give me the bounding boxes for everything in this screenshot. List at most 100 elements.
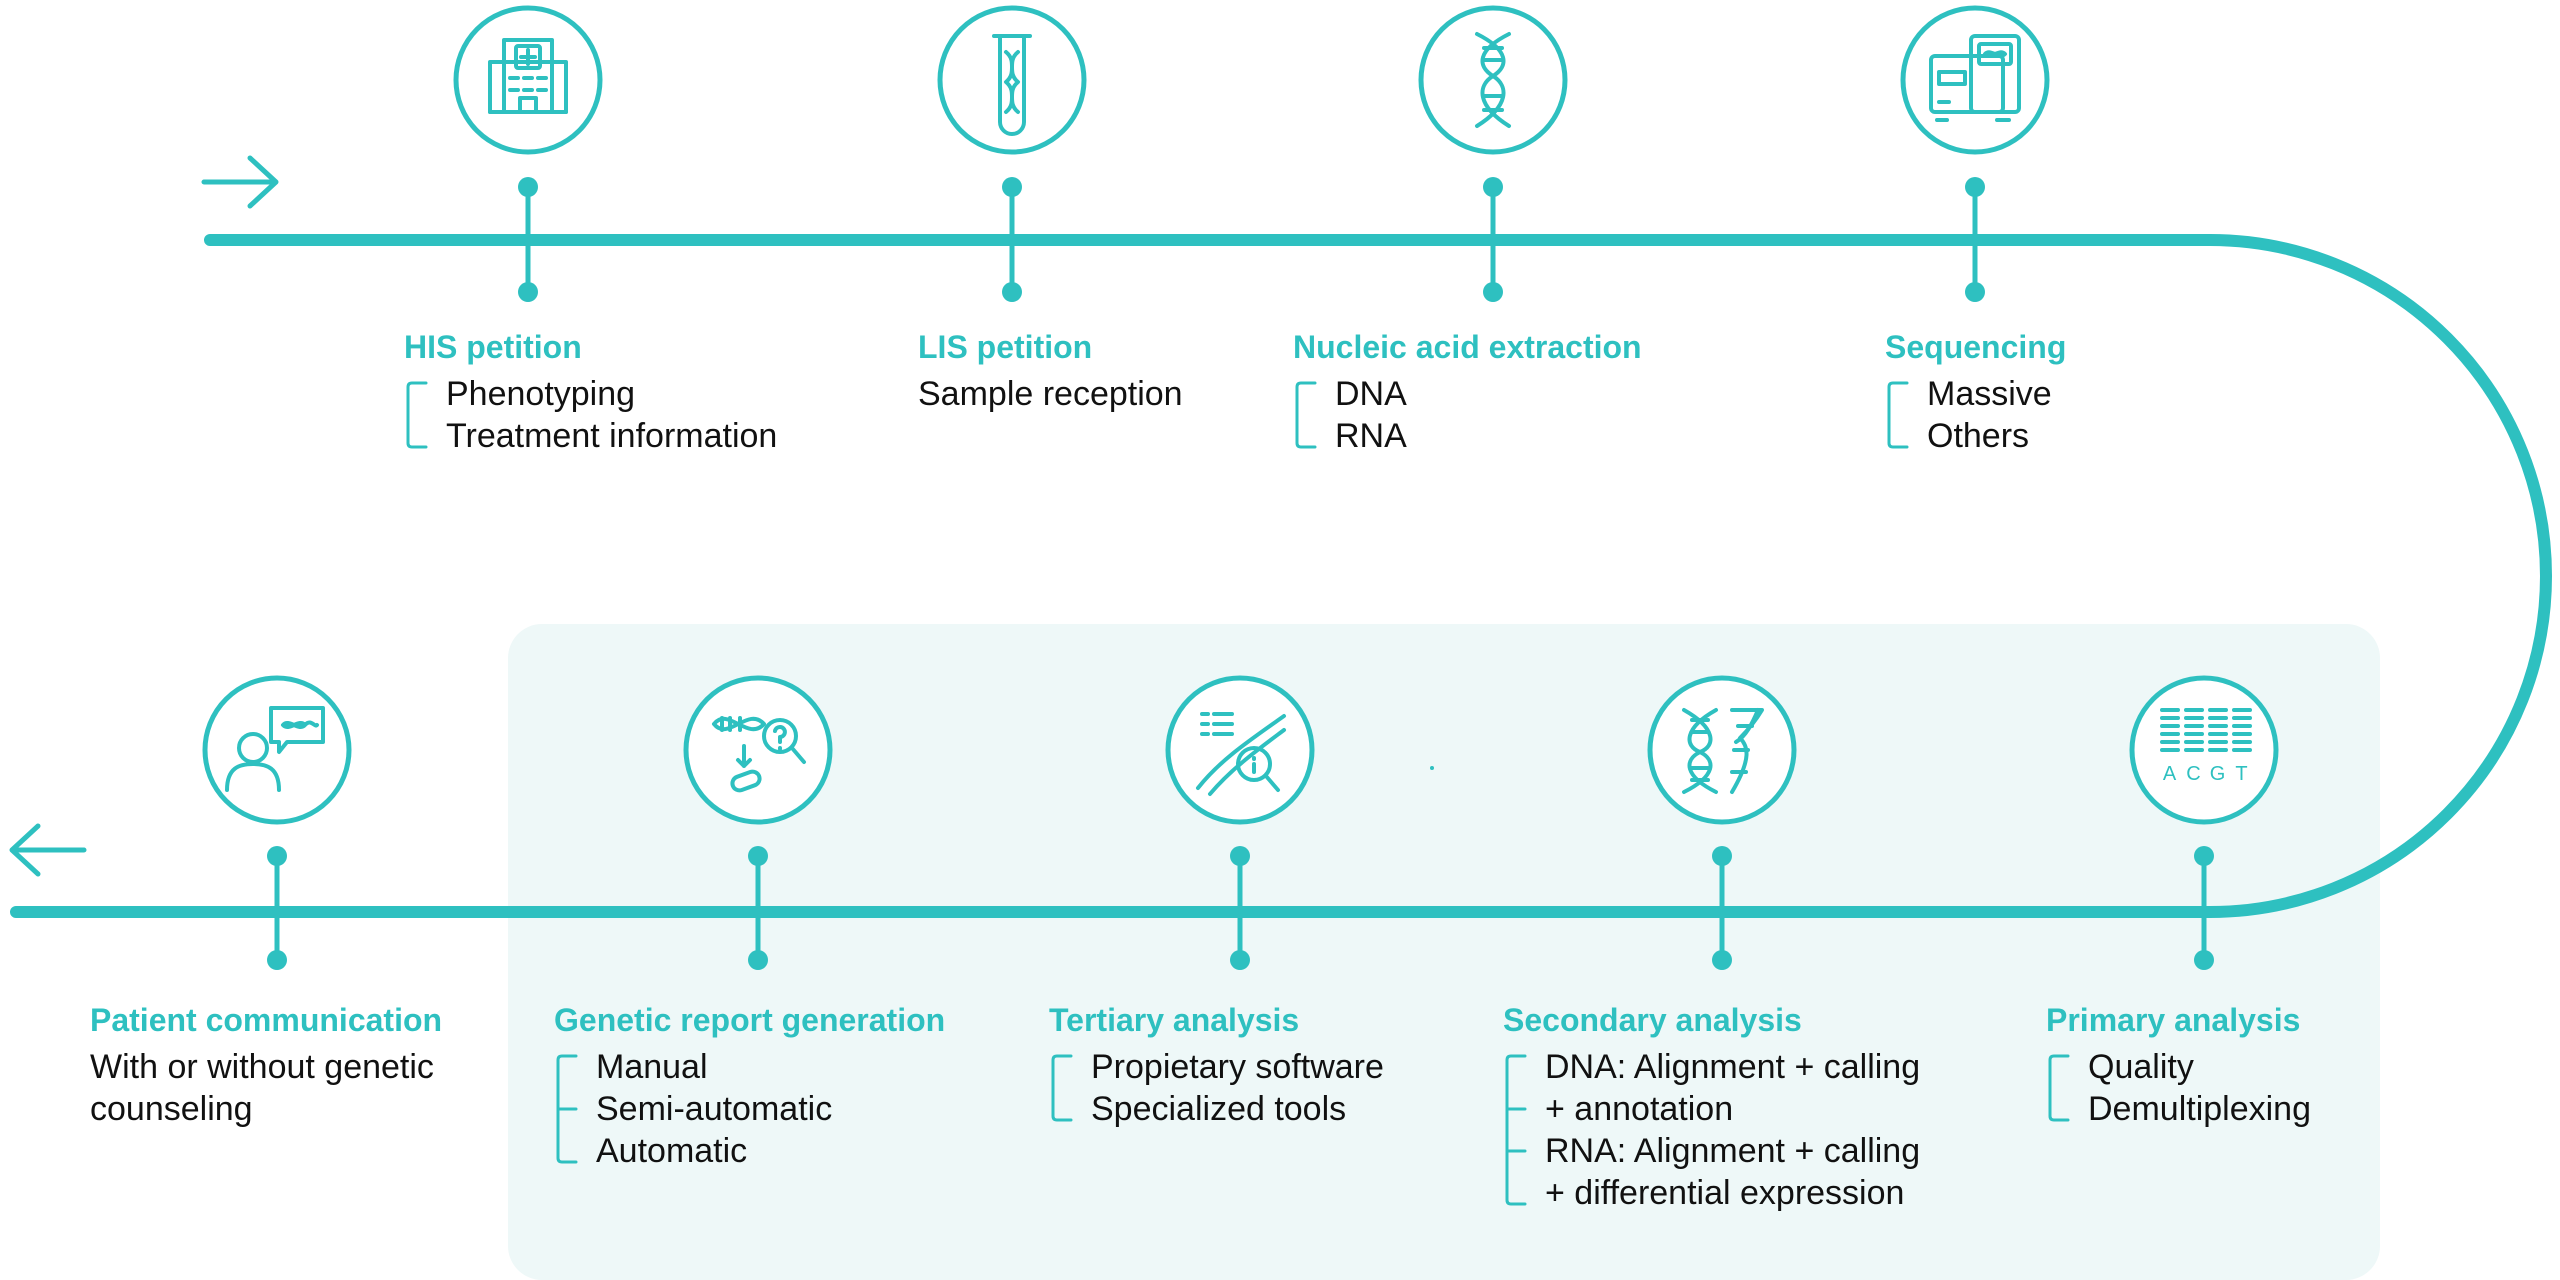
step-item: With or without genetic — [90, 1048, 434, 1086]
step-item: RNA — [1335, 417, 1407, 455]
secondary-analysis-node — [1647, 675, 1797, 970]
node-dot — [1230, 846, 1250, 866]
sequencer-icon — [1929, 34, 2021, 122]
step-title: Genetic report generation — [554, 1002, 946, 1038]
step-item: Treatment information — [446, 417, 778, 455]
node-dot — [2194, 950, 2214, 970]
step-item: Automatic — [596, 1132, 748, 1170]
step-title: Nucleic acid extraction — [1293, 329, 1642, 365]
step-item: Specialized tools — [1091, 1090, 1347, 1128]
step-item: Manual — [596, 1048, 708, 1086]
node-dot — [1965, 177, 1985, 197]
icon-circle — [1647, 675, 1797, 825]
his-petition-node — [453, 5, 603, 302]
sequence-letter: T — [2235, 763, 2248, 785]
tertiary-analysis-node — [1165, 675, 1315, 970]
step-item: Propietary software — [1091, 1048, 1384, 1086]
lis-petition-node — [937, 5, 1087, 302]
bracket-icon — [1887, 381, 1909, 449]
node-dot — [1002, 282, 1022, 302]
dna-search-icon — [1196, 712, 1286, 796]
icon-circle — [683, 675, 833, 825]
start-arrow-icon — [201, 155, 279, 209]
hospital-icon — [488, 38, 568, 114]
test-tube-icon — [992, 34, 1032, 136]
node-dot — [267, 846, 287, 866]
step-item: DNA — [1335, 375, 1407, 413]
sequence-letter: C — [2186, 763, 2201, 785]
nucleic-acid-extraction-node — [1418, 5, 1568, 302]
node-dot — [1712, 950, 1732, 970]
node-dot — [748, 950, 768, 970]
patient-chat-icon — [225, 706, 325, 792]
step-item: Sample reception — [918, 375, 1183, 413]
dna-icon — [1475, 32, 1511, 128]
node-dot — [518, 282, 538, 302]
step-item: Quality — [2088, 1048, 2194, 1086]
step-item: Semi-automatic — [596, 1090, 833, 1128]
step-item: Massive — [1927, 375, 2052, 413]
end-arrow-icon — [9, 823, 87, 877]
step-item: + annotation — [1545, 1090, 1734, 1128]
bracket-icon — [1295, 381, 1317, 449]
step-item: counseling — [90, 1090, 253, 1128]
dna-alignment-icon — [1682, 708, 1764, 794]
bracket-icon — [406, 381, 428, 449]
step-items: Sample reception — [918, 373, 1378, 415]
icon-circle — [1900, 5, 2050, 155]
bracket-icon — [556, 1054, 578, 1164]
genetic-report-generation-node — [683, 675, 833, 970]
bracket-icon — [1505, 1054, 1527, 1206]
step-item: RNA: Alignment + calling — [1545, 1132, 1921, 1170]
bracket-icon — [2048, 1054, 2070, 1122]
node-dot — [267, 950, 287, 970]
step-title: HIS petition — [404, 329, 582, 365]
dna-question-icon — [712, 716, 806, 793]
step-title: Secondary analysis — [1503, 1002, 1802, 1038]
step-item: DNA: Alignment + calling — [1545, 1048, 1921, 1086]
step-item: Demultiplexing — [2088, 1090, 2311, 1128]
step-item: Others — [1927, 417, 2030, 455]
node-dot — [518, 177, 538, 197]
step-title: Tertiary analysis — [1049, 1002, 1300, 1038]
timeline-path — [10, 234, 2552, 918]
step-title: Sequencing — [1885, 329, 2067, 365]
node-dot — [1483, 177, 1503, 197]
node-dot — [2194, 846, 2214, 866]
node-dot — [1230, 950, 1250, 970]
step-title: Primary analysis — [2046, 1002, 2301, 1038]
step-title: LIS petition — [918, 329, 1093, 365]
sequence-letter: G — [2210, 763, 2227, 785]
node-dot — [1002, 177, 1022, 197]
step-title: Patient communication — [90, 1002, 443, 1038]
sequence-letter: A — [2163, 763, 2177, 785]
patient-communication-node — [202, 675, 352, 970]
node-dot — [1483, 282, 1503, 302]
step-item: Phenotyping — [446, 375, 636, 413]
icon-circle — [937, 5, 1087, 155]
decorative-dot — [1430, 766, 1434, 770]
node-dot — [1965, 282, 1985, 302]
bracket-icon — [1051, 1054, 1073, 1122]
node-dot — [1712, 846, 1732, 866]
icon-circle — [1418, 5, 1568, 155]
sequencing-node — [1900, 5, 2050, 302]
